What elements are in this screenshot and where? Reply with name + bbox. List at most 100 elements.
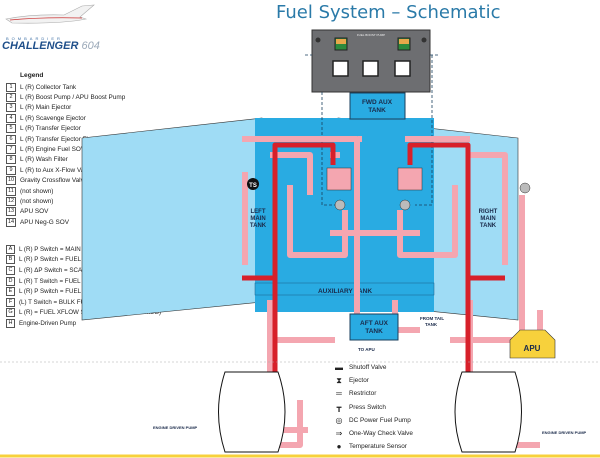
- svg-text:AUXILIARY TANK: AUXILIARY TANK: [318, 288, 372, 295]
- legend-numbered-item: 6 L (R) Transfer Ejector Float Valve: [6, 134, 125, 144]
- legend-lettered-key: B: [6, 255, 15, 265]
- svg-text:MAIN: MAIN: [480, 216, 495, 222]
- svg-text:FROM TAIL: FROM TAIL: [420, 316, 444, 321]
- svg-text:FWD AUX: FWD AUX: [362, 99, 393, 106]
- legend-heading: Legend: [20, 72, 44, 79]
- legend-lettered-key: G: [6, 308, 15, 318]
- legend-numbered-label: L (R) Wash Filter: [20, 156, 68, 164]
- legend-numbered-item: 11 (not shown): [6, 186, 125, 196]
- svg-text:TANK: TANK: [425, 322, 438, 327]
- left-engine: [218, 371, 286, 453]
- apu-unit: [509, 329, 556, 359]
- legend-numbered-item: 7 L (R) Engine Fuel SOV: [6, 144, 125, 155]
- svg-text:ENGINE DRIVEN PUMP: ENGINE DRIVEN PUMP: [153, 425, 198, 430]
- legend-numbered-key: 10: [6, 176, 16, 186]
- legend-numbered-key: 13: [6, 207, 16, 217]
- legend-numbered-item: 5 L (R) Transfer Ejector: [6, 124, 125, 134]
- svg-text:TANK: TANK: [368, 107, 386, 114]
- legend-lettered-key: E: [6, 287, 15, 297]
- shutoff-valve-icon: ▬: [335, 363, 343, 373]
- brand-model: CHALLENGER 604: [2, 40, 100, 52]
- legend-numbered-key: 7: [6, 145, 16, 155]
- legend-numbered-label: APU Neg-G SOV: [20, 218, 70, 226]
- legend-numbered-key: 14: [6, 217, 16, 227]
- symbol-key-item: ⇒ One-Way Check Valve: [333, 427, 413, 440]
- symbol-label: Press Switch: [349, 403, 386, 411]
- temperature-sensor-icon: [247, 178, 259, 190]
- restrictor-icon: ═: [336, 389, 342, 399]
- symbol-key-item: ▬Shutoff Valve: [333, 361, 413, 374]
- aft-aux-tank: [349, 313, 399, 341]
- legend-numbered-item: 10 Gravity Crossflow Valve: [6, 176, 125, 186]
- legend-numbered-item: 2 L (R) Boost Pump / APU Boost Pump: [6, 92, 126, 103]
- symbol-key-item: ◎ DC Power Fuel Pump: [333, 414, 413, 427]
- legend-numbered-label: Gravity Crossflow Valve: [20, 177, 88, 185]
- aircraft-logo: [5, 4, 95, 24]
- symbol-key-item: ⧗ Ejector: [333, 374, 413, 387]
- legend-numbered-label: L (R) to Aux X-Flow Valve: [20, 166, 93, 174]
- legend-numbered-label: (not shown): [20, 187, 54, 195]
- legend-numbered-label: L (R) Boost Pump / APU Boost Pump: [20, 94, 126, 102]
- symbol-label: Ejector: [349, 377, 369, 385]
- svg-text:ENGINE DRIVEN PUMP: ENGINE DRIVEN PUMP: [542, 430, 587, 435]
- dc-fuel-pump-icon: ◎: [335, 415, 343, 425]
- legend-lettered-key: A: [6, 244, 15, 254]
- legend-numbered-key: 11: [6, 186, 16, 196]
- legend-numbered-key: 6: [6, 134, 16, 144]
- svg-text:TANK: TANK: [480, 223, 497, 229]
- svg-text:TO APU: TO APU: [358, 347, 375, 352]
- legend-numbered-item: 14 APU Neg-G SOV: [6, 217, 125, 227]
- legend-numbered-item: 9 L (R) to Aux X-Flow Valve: [6, 165, 125, 175]
- legend-numbered-key: 2: [6, 93, 16, 103]
- legend-lettered-key: F: [6, 297, 15, 307]
- svg-text:APU: APU: [524, 344, 541, 353]
- right-engine: [454, 371, 522, 453]
- legend-lettered-label: Engine-Driven Pump: [19, 319, 77, 327]
- symbol-key: ▬Shutoff Valve⧗ Ejector ═ Restrictor ┳ Press …: [333, 361, 413, 453]
- symbol-key-item: ═ Restrictor: [333, 387, 413, 400]
- auxiliary-tank: [254, 282, 435, 296]
- legend-numbered-key: 1: [6, 82, 16, 92]
- legend-numbered-label: APU SOV: [20, 208, 49, 216]
- legend-lettered-key: D: [6, 276, 15, 286]
- brand-maker: BOMBARDIER: [6, 36, 63, 41]
- ejector-icon: ⧗: [336, 375, 342, 385]
- legend-lettered-key: C: [6, 265, 15, 275]
- svg-text:AFT AUX: AFT AUX: [360, 320, 389, 327]
- left-main-tank-label: LEFT: [251, 209, 266, 215]
- legend-numbered-item: 12 (not shown): [6, 196, 125, 206]
- right-main-tank-label: RIGHT: [479, 209, 498, 215]
- symbol-label: Temperature Sensor: [349, 443, 407, 451]
- main-tank-outline: [81, 117, 263, 321]
- legend-numbered-key: 9: [6, 165, 16, 175]
- symbol-key-item: ● Temperature Sensor: [333, 440, 413, 453]
- legend-numbered-item: 4 L (R) Scavenge Ejector: [6, 113, 125, 123]
- page-title: Fuel System – Schematic: [276, 2, 501, 23]
- legend-numbered-key: 5: [6, 124, 16, 134]
- svg-text:MAIN: MAIN: [250, 216, 265, 222]
- symbol-label: DC Power Fuel Pump: [349, 416, 411, 424]
- check-valve-icon: ⇒: [335, 429, 343, 439]
- svg-text:TANK: TANK: [250, 223, 267, 229]
- legend-numbered-label: L (R) Transfer Ejector Float Valve: [20, 135, 115, 143]
- fuel-boost-panel: FUEL BOOST PUMP: [311, 29, 431, 93]
- legend-numbered-key: 3: [6, 103, 16, 113]
- symbol-label: Restrictor: [349, 390, 377, 398]
- temperature-sensor-icon: ●: [336, 442, 342, 452]
- legend-numbered-key: 12: [6, 196, 16, 206]
- legend-numbered-key: 8: [6, 155, 16, 165]
- legend-numbered-label: (not shown): [20, 197, 54, 205]
- legend-numbered-item: 8 L (R) Wash Filter: [6, 155, 125, 165]
- legend-numbered-item: 13 APU SOV: [6, 207, 125, 217]
- press-switch-icon: ┳: [336, 402, 342, 412]
- symbol-label: One-Way Check Valve: [349, 430, 413, 438]
- legend-numbered-label: L (R) Scavenge Ejector: [20, 114, 86, 122]
- legend-numbered-label: L (R) Engine Fuel SOV: [20, 146, 86, 154]
- legend-numbered-key: 4: [6, 113, 16, 123]
- legend-numbered-label: L (R) Transfer Ejector: [20, 125, 81, 133]
